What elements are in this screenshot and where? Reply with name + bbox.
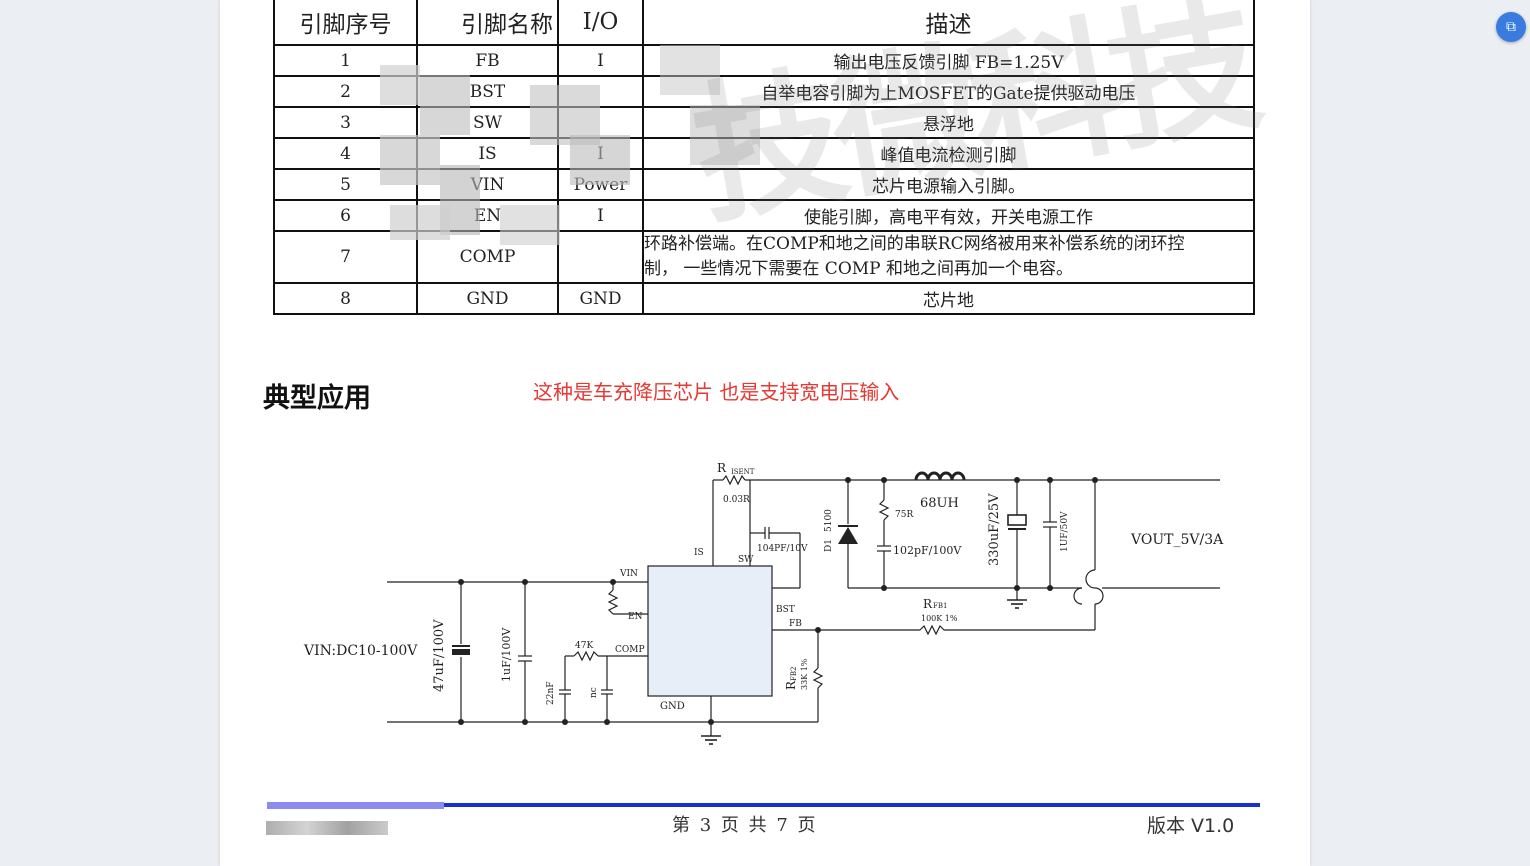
redacted-logo xyxy=(266,821,388,835)
diode-value: 5100 xyxy=(824,509,834,532)
pin-name: FB xyxy=(416,44,559,77)
header-description: 描述 xyxy=(642,0,1255,46)
header-pin-number: 引脚序号 xyxy=(273,0,418,46)
pin-sw-label: SW xyxy=(738,555,754,565)
rfb2-value: 33K 1% xyxy=(800,658,809,690)
typical-application-circuit: VIN:DC10-100V 47uF/100V 1uF/100V 47K 22n… xyxy=(303,461,1224,745)
rfb2-label: R xyxy=(784,680,798,690)
vin-label: VIN:DC10-100V xyxy=(303,643,418,659)
table-row: 8 GND GND 芯片地 xyxy=(273,282,1255,315)
pin-comp-label: COMP xyxy=(615,645,645,655)
rfb1-sub: FB1 xyxy=(933,602,947,610)
pin-number: 8 xyxy=(273,282,418,315)
r-isent-label: R xyxy=(717,461,727,475)
pin-io xyxy=(557,230,644,284)
r-isent-sub: ISENT xyxy=(731,468,755,476)
translate-icon[interactable]: ⧉ xyxy=(1496,12,1526,42)
pin-vin-label: VIN xyxy=(619,569,638,579)
diode-name: D1 xyxy=(824,539,834,552)
rfb2-sub: FB2 xyxy=(790,667,798,681)
r-isent-value: 0.03R xyxy=(723,495,750,505)
pin-io: I xyxy=(557,44,644,77)
rfb1-value: 100K 1% xyxy=(921,614,958,623)
inductor-label: 68UH xyxy=(920,496,959,511)
c-bst-label: 104PF/10V xyxy=(757,544,808,554)
pin-number: 3 xyxy=(273,106,418,139)
c-nc-label: nc xyxy=(589,687,599,698)
pin-description: 芯片电源输入引脚。 xyxy=(642,168,1255,201)
table-row: 1 FB I 输出电压反馈引脚 FB=1.25V xyxy=(273,44,1255,77)
ic-body xyxy=(647,565,773,697)
pin-description: 输出电压反馈引脚 FB=1.25V xyxy=(642,44,1255,77)
pin-description: 芯片地 xyxy=(642,282,1255,315)
pin-description: 环路补偿端。在COMP和地之间的串联RC网络被用来补偿系统的闭环控 制， 一些情… xyxy=(642,230,1255,284)
vout-label: VOUT_5V/3A xyxy=(1130,532,1224,548)
r-snub-label: 75R xyxy=(895,510,913,520)
header-io: I/O xyxy=(557,0,644,46)
cin2-label: 1uF/100V xyxy=(500,627,513,682)
page-number: 第 3 页 共 7 页 xyxy=(672,815,818,836)
pin-gnd-label: GND xyxy=(660,701,685,712)
rfb1-label: R xyxy=(923,597,933,611)
c-comp-label: 22nF xyxy=(546,682,556,706)
table-row: 7 COMP 环路补偿端。在COMP和地之间的串联RC网络被用来补偿系统的闭环控… xyxy=(273,230,1255,284)
header-pin-name: 引脚名称 xyxy=(416,0,559,46)
description-line: 制， 一些情况下需要在 COMP 和地之间再加一个电容。 xyxy=(644,259,1073,279)
footer-rule xyxy=(267,802,1260,809)
cout2-label: 1UF/50V xyxy=(1060,511,1070,552)
pin-is-label: IS xyxy=(694,548,704,558)
table-header-row: 引脚序号 引脚名称 I/O 描述 xyxy=(273,0,1255,46)
document-page: 引脚序号 引脚名称 I/O 描述 1 FB I 输出电压反馈引脚 FB=1.25… xyxy=(220,0,1310,866)
pin-fb-label: FB xyxy=(789,619,802,629)
pin-name: GND xyxy=(416,282,559,315)
annotation-note: 这种是车充降压芯片 也是支持宽电压输入 xyxy=(533,380,900,404)
pin-description: 使能引脚，高电平有效，开关电源工作 xyxy=(642,199,1255,232)
pin-io: GND xyxy=(557,282,644,315)
description-line: 环路补偿端。在COMP和地之间的串联RC网络被用来补偿系统的闭环控 xyxy=(644,234,1185,254)
pin-en-label: EN xyxy=(628,612,643,622)
c-snub-label: 102pF/100V xyxy=(893,544,962,557)
version-label: 版本 V1.0 xyxy=(1147,815,1235,837)
section-heading: 典型应用 xyxy=(263,383,371,414)
r-comp-label: 47K xyxy=(575,641,593,651)
pin-description: 自举电容引脚为上MOSFET的Gate提供驱动电压 xyxy=(642,75,1255,108)
cin1-label: 47uF/100V xyxy=(432,619,447,692)
pin-bst-label: BST xyxy=(776,605,795,615)
cout1-label: 330uF/25V xyxy=(987,493,1002,566)
